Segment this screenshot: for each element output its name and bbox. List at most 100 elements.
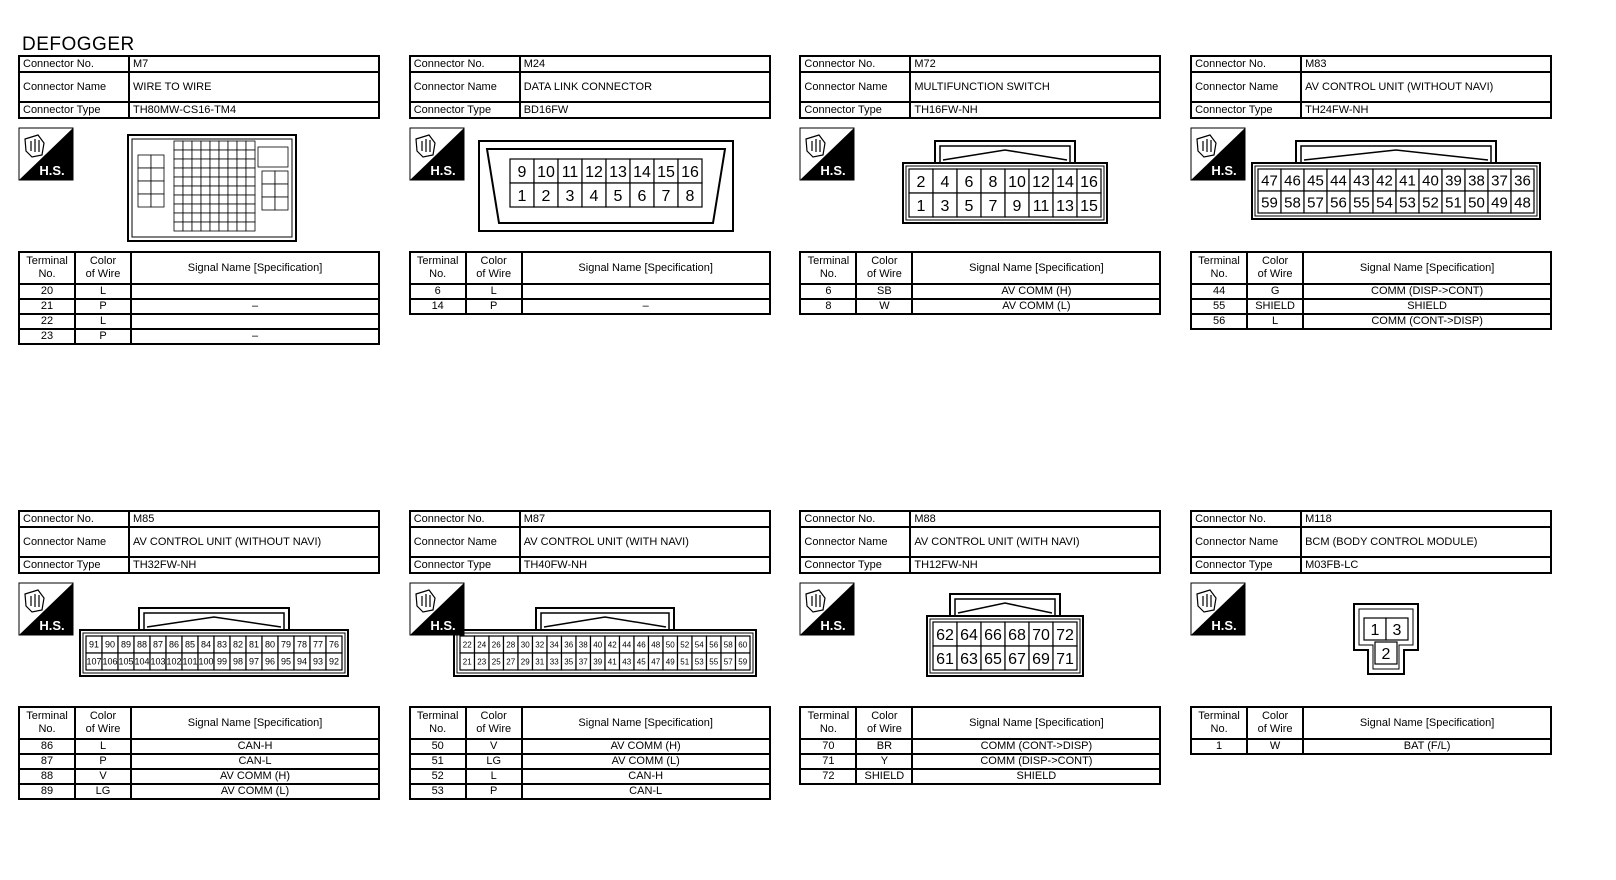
connector-name-value: AV CONTROL UNIT (WITH NAVI) [518, 526, 771, 558]
pin-number: 102 [166, 657, 181, 667]
wire-color: P [464, 783, 523, 800]
signal-name: COMM (CONT->DISP) [1302, 313, 1553, 330]
pin-number: 46 [1284, 172, 1301, 189]
pin-number: 40 [593, 640, 602, 649]
pin-number: 10 [537, 164, 555, 181]
connector-type-label: Connector Type [799, 556, 912, 574]
pin-number: 68 [1008, 627, 1026, 644]
pin-number: 5 [965, 198, 974, 215]
pin-number: 15 [657, 164, 675, 181]
pin-number: 27 [506, 657, 515, 666]
pin-number: 9 [517, 164, 526, 181]
terminal-no-header-line1: Terminal [416, 255, 459, 267]
pin-number: 7 [989, 198, 998, 215]
wire-color-header-line2: of Wire [1257, 723, 1293, 735]
terminal-no: 20 [18, 283, 76, 300]
pin-number: 26 [491, 640, 500, 649]
pin-number: 1 [1371, 622, 1380, 639]
hand-harness-icon: H.S. [1190, 127, 1246, 181]
pin-number: 44 [622, 640, 631, 649]
connector-type-value: TH16FW-NH [909, 101, 1162, 119]
terminal-no-header-line1: Terminal [1198, 710, 1240, 722]
pin-cell [653, 182, 679, 208]
terminal-no: 87 [18, 753, 76, 770]
pin-number: 12 [585, 164, 603, 181]
pin-number: 89 [121, 640, 131, 650]
pin-number: 4 [941, 174, 950, 191]
pin-number: 44 [1330, 172, 1347, 189]
pin-number: 10 [1008, 174, 1026, 191]
signal-name: AV COMM (L) [520, 753, 771, 770]
pin-number: 3 [1393, 622, 1402, 639]
wire-color-header-line1: Color [871, 710, 898, 722]
pin-number: 55 [709, 657, 718, 666]
terminal-no: 86 [18, 738, 76, 755]
wire-color: V [74, 768, 132, 785]
pin-number: 92 [329, 657, 339, 667]
pin-cell [1052, 645, 1078, 671]
pin-number: 48 [651, 640, 660, 649]
connector-type-value: TH32FW-NH [128, 556, 380, 574]
pin-number: 40 [1422, 172, 1439, 189]
pin-number: 42 [1376, 172, 1393, 189]
wire-color: SB [855, 283, 914, 300]
pin-number: 46 [636, 640, 645, 649]
pin-cell [1028, 192, 1054, 218]
wire-color-header-line2: of Wire [866, 268, 902, 280]
pin-number: 41 [1399, 172, 1416, 189]
pin-number: 99 [217, 657, 227, 667]
pin-number: 72 [1056, 627, 1074, 644]
hs-badge-text: H.S. [1211, 618, 1236, 633]
wire-color: P [74, 298, 132, 315]
pin-number: 11 [1033, 198, 1050, 215]
wire-color: L [74, 283, 132, 300]
signal-name-header: Signal Name [Specification] [130, 706, 380, 740]
pin-cell [533, 158, 559, 184]
signal-name: CAN-H [130, 738, 380, 755]
pin-number: 80 [265, 640, 275, 650]
pin-number: 38 [578, 640, 587, 649]
pin-cell [677, 158, 703, 184]
wire-color: LG [464, 753, 523, 770]
pin-cell [1385, 617, 1409, 641]
connector-type-value: TH80MW-CS16-TM4 [128, 101, 380, 119]
wire-color-header-line1: Color [480, 255, 507, 267]
pin-cell [653, 158, 679, 184]
connector-type-label: Connector Type [408, 101, 521, 119]
pin-number: 62 [936, 627, 954, 644]
pin-number: 103 [150, 657, 165, 667]
terminal-no: 51 [408, 753, 467, 770]
pin-number: 34 [549, 640, 558, 649]
terminal-no-header-line1: Terminal [1198, 255, 1240, 267]
pin-number: 83 [217, 640, 227, 650]
pin-number: 36 [564, 640, 573, 649]
signal-name [130, 283, 380, 300]
signal-name: AV COMM (L) [130, 783, 380, 800]
connector-type-label: Connector Type [408, 556, 521, 574]
pin-cell [980, 645, 1006, 671]
terminal-no: 50 [408, 738, 467, 755]
